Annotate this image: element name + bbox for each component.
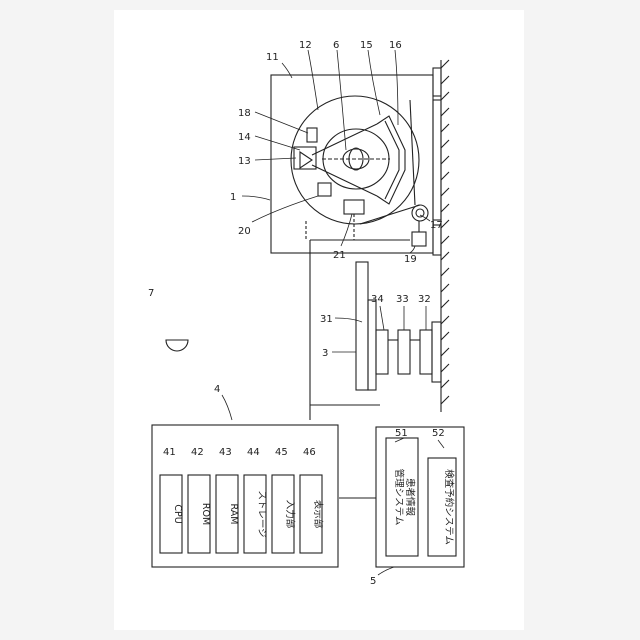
label-11: 11 [266, 52, 279, 63]
label-14: 14 [238, 132, 251, 143]
patient-couch [356, 262, 441, 390]
label-7: 7 [148, 288, 154, 299]
label-4: 4 [214, 384, 220, 395]
operator-icon [166, 340, 188, 351]
label-34: 34 [371, 294, 384, 305]
floor [441, 60, 449, 412]
unit-display-text: 表示部 [312, 500, 324, 529]
label-51: 51 [395, 428, 408, 439]
unit-cpu-text: CPU [172, 504, 183, 523]
label-16: 16 [389, 40, 402, 51]
label-33: 33 [396, 294, 409, 305]
patient-info-system-line1: 患者情報 [404, 478, 416, 517]
label-46: 46 [303, 447, 316, 458]
wiring [310, 240, 410, 498]
label-32: 32 [418, 294, 431, 305]
unit-rom-text: ROM [200, 503, 211, 525]
gantry-control-box [344, 200, 364, 214]
label-21: 21 [333, 250, 346, 261]
label-41: 41 [163, 447, 176, 458]
patient-info-system-line2: 管理システム [393, 469, 405, 526]
label-42: 42 [191, 447, 204, 458]
label-45: 45 [275, 447, 288, 458]
label-17: 17 [430, 220, 443, 231]
exam-reservation-system-text: 検査予約システム [443, 469, 455, 545]
label-15: 15 [360, 40, 373, 51]
label-18: 18 [238, 108, 251, 119]
label-3: 3 [322, 348, 328, 359]
label-1: 1 [230, 192, 236, 203]
label-5: 5 [370, 576, 376, 587]
rotating-frame [291, 96, 419, 224]
label-20: 20 [238, 226, 251, 237]
label-12: 12 [299, 40, 312, 51]
high-voltage-box [318, 183, 331, 196]
label-13: 13 [238, 156, 251, 167]
unit-input-text: 入力部 [284, 500, 296, 529]
unit-storage-text: ストレージ [256, 490, 267, 537]
label-44: 44 [247, 447, 260, 458]
collimator-box [307, 128, 317, 142]
label-52: 52 [432, 428, 445, 439]
label-6: 6 [333, 40, 339, 51]
unit-ram-text: RAM [228, 504, 239, 525]
label-19: 19 [404, 254, 417, 265]
label-31: 31 [320, 314, 333, 325]
label-43: 43 [219, 447, 232, 458]
